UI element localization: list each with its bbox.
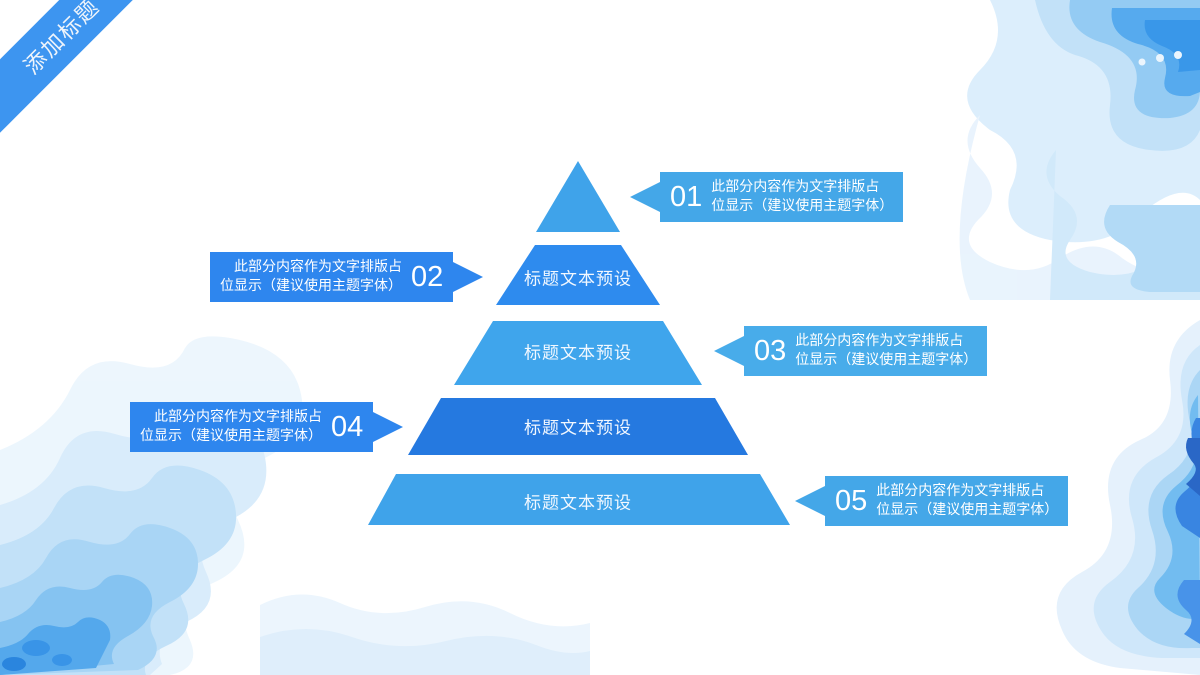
pyramid-tier-2-label: 标题文本预设 — [524, 269, 632, 289]
callout-04-body: 此部分内容作为文字排版占 位显示（建议使用主题字体） 04 — [130, 402, 374, 452]
callout-04-text: 此部分内容作为文字排版占 位显示（建议使用主题字体） — [140, 409, 322, 444]
callout-03-number: 03 — [754, 334, 787, 367]
callout-05-arrow — [795, 486, 825, 516]
callout-02-text: 此部分内容作为文字排版占 位显示（建议使用主题字体） — [220, 259, 402, 294]
callout-01-arrow — [630, 182, 660, 212]
pyramid-tier-4-label: 标题文本预设 — [524, 418, 632, 438]
callout-03-arrow — [714, 336, 744, 366]
callout-01-number: 01 — [670, 180, 703, 213]
callout-03[interactable]: 03 此部分内容作为文字排版占 位显示（建议使用主题字体） — [714, 326, 988, 376]
callout-05-number: 05 — [835, 484, 868, 517]
callout-01[interactable]: 01 此部分内容作为文字排版占 位显示（建议使用主题字体） — [630, 172, 904, 222]
callout-02-body: 此部分内容作为文字排版占 位显示（建议使用主题字体） 02 — [210, 252, 454, 302]
callout-03-text: 此部分内容作为文字排版占 位显示（建议使用主题字体） — [795, 333, 978, 368]
callout-05[interactable]: 05 此部分内容作为文字排版占 位显示（建议使用主题字体） — [795, 476, 1069, 526]
callout-02-arrow — [453, 262, 484, 292]
callout-04[interactable]: 此部分内容作为文字排版占 位显示（建议使用主题字体） 04 — [130, 402, 404, 452]
pyramid-tier-3-label: 标题文本预设 — [524, 343, 632, 363]
pyramid-tier-2-shape[interactable] — [496, 245, 660, 305]
callout-05-body: 05 此部分内容作为文字排版占 位显示（建议使用主题字体） — [825, 476, 1069, 526]
callout-04-number: 04 — [331, 410, 364, 443]
pyramid-tier-4-shape[interactable] — [408, 398, 748, 455]
pyramid-tier-1-shape[interactable] — [536, 161, 620, 232]
callout-02-number: 02 — [411, 260, 444, 293]
callout-04-arrow — [373, 412, 404, 442]
pyramid-tier-5-label: 标题文本预设 — [524, 493, 632, 513]
callout-02[interactable]: 此部分内容作为文字排版占 位显示（建议使用主题字体） 02 — [210, 252, 484, 302]
callout-05-text: 此部分内容作为文字排版占 位显示（建议使用主题字体） — [876, 483, 1059, 518]
callout-03-body: 03 此部分内容作为文字排版占 位显示（建议使用主题字体） — [744, 326, 988, 376]
pyramid-tier-5-shape[interactable] — [368, 474, 790, 525]
callout-01-text: 此部分内容作为文字排版占 位显示（建议使用主题字体） — [711, 179, 894, 214]
callout-01-body: 01 此部分内容作为文字排版占 位显示（建议使用主题字体） — [660, 172, 904, 222]
pyramid-tier-3-shape[interactable] — [454, 321, 702, 385]
